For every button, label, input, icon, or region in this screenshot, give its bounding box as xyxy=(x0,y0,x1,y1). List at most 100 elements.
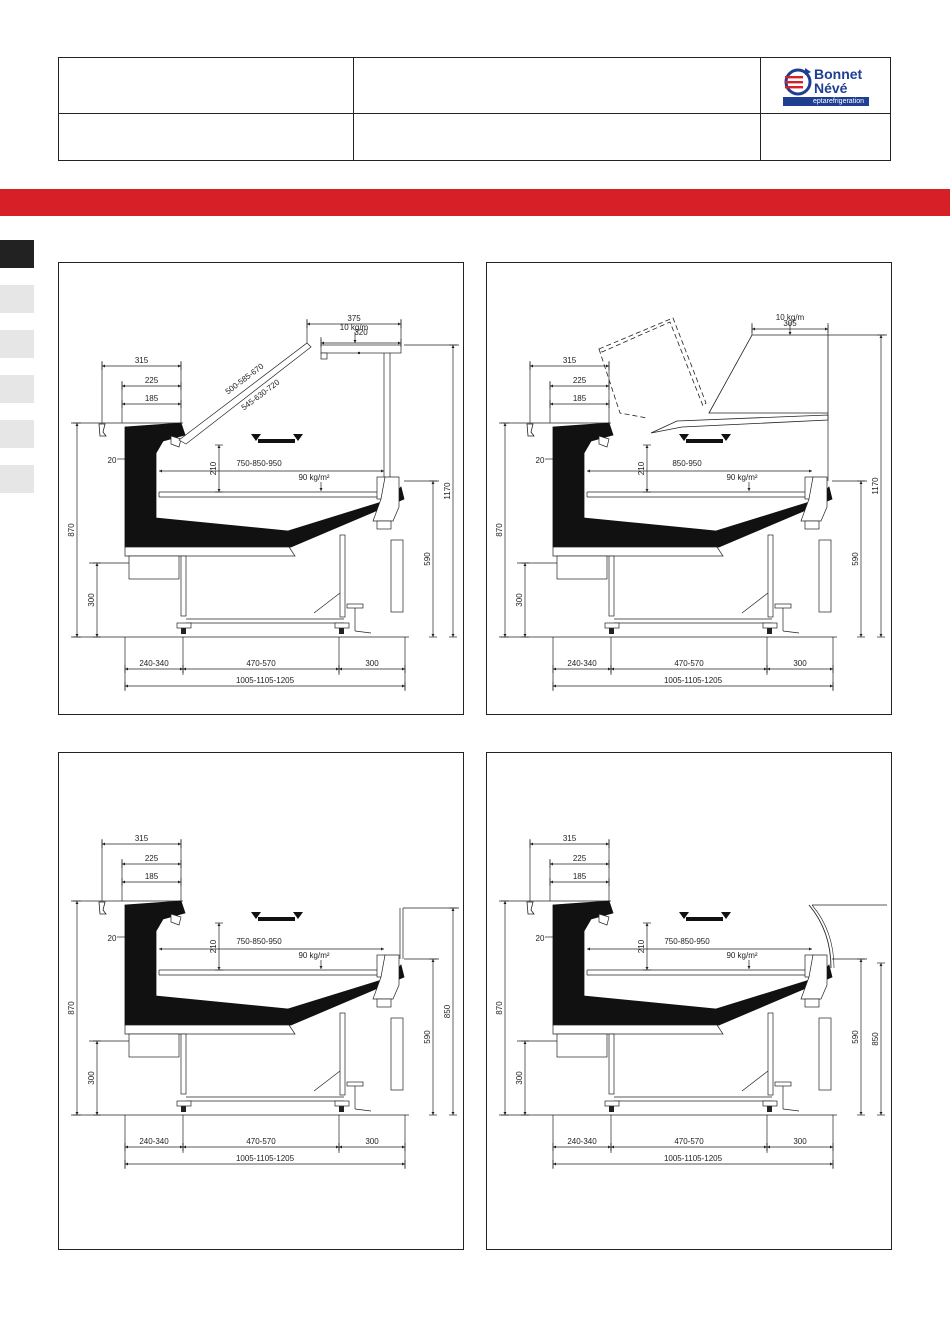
insulated-tub xyxy=(124,422,405,548)
dimension-arrowhead xyxy=(451,634,455,637)
dimension-label: 225 xyxy=(145,376,159,385)
dimension-label: 300 xyxy=(87,1071,96,1085)
rear-work-shelf xyxy=(372,476,400,522)
dimension-arrowhead xyxy=(159,469,162,473)
front-light-profile xyxy=(598,913,610,926)
dimension-label: 300 xyxy=(87,593,96,607)
base-plinth xyxy=(124,546,296,557)
dimension-label: 210 xyxy=(637,939,646,953)
insulated-tub xyxy=(552,422,833,548)
rear-curved-glass xyxy=(811,904,835,969)
dimension-arrowhead xyxy=(809,469,812,473)
side-tab-active[interactable] xyxy=(0,240,34,268)
dimension-arrowhead xyxy=(608,1145,611,1149)
dimension-arrowhead xyxy=(530,364,533,368)
header-cell-empty xyxy=(354,58,760,113)
dimension-label: 315 xyxy=(135,356,149,365)
side-tab[interactable] xyxy=(0,420,34,448)
front-light-profile xyxy=(598,435,610,448)
dimension-arrowhead xyxy=(530,842,533,846)
dimension-label: 300 xyxy=(793,1137,807,1146)
base-plinth xyxy=(552,1024,724,1035)
dimension-arrowhead xyxy=(122,880,125,884)
dimension-label: 90 kg/m² xyxy=(726,473,757,482)
dimension-label: 850-950 xyxy=(672,459,702,468)
dimension-label: 185 xyxy=(145,394,159,403)
front-light-profile xyxy=(170,435,182,448)
foot-pad xyxy=(181,1106,186,1112)
dimension-label: 315 xyxy=(135,834,149,843)
marker-triangle xyxy=(721,912,731,919)
dimension-arrowhead xyxy=(503,1112,507,1115)
foot xyxy=(762,1100,778,1107)
dimension-arrowhead xyxy=(431,634,435,637)
dimension-label: 225 xyxy=(573,376,587,385)
marker-triangle xyxy=(293,434,303,441)
side-tab[interactable] xyxy=(0,330,34,358)
dimension-arrowhead xyxy=(606,384,609,388)
dimension-arrowhead xyxy=(859,481,863,484)
red-title-band xyxy=(0,189,950,216)
dimension-arrowhead xyxy=(217,923,221,926)
dimension-arrowhead xyxy=(550,402,553,406)
dimension-label: 210 xyxy=(637,461,646,475)
dimension-arrowhead xyxy=(645,445,649,448)
rear-bracket xyxy=(774,1081,792,1087)
dimension-arrowhead xyxy=(587,469,590,473)
rear-leg xyxy=(767,1012,774,1096)
dimension-arrowhead xyxy=(879,634,883,637)
foot xyxy=(334,1100,350,1107)
marker-triangle xyxy=(251,912,261,919)
dimension-arrowhead xyxy=(381,947,384,951)
dimension-arrowhead xyxy=(859,1112,863,1115)
header-cell-empty xyxy=(354,114,760,160)
dimension-arrowhead xyxy=(764,667,767,671)
dimension-label: 870 xyxy=(495,1001,504,1015)
marker-bar xyxy=(258,917,295,921)
load-label: 10 kg/m xyxy=(776,313,805,322)
front-lower-panel xyxy=(128,555,180,580)
dimension-label: 590 xyxy=(423,1030,432,1044)
side-tab[interactable] xyxy=(0,285,34,313)
dimension-label: 90 kg/m² xyxy=(298,951,329,960)
foot xyxy=(604,1100,620,1107)
header-divider xyxy=(760,58,761,160)
front-leg xyxy=(180,1033,187,1095)
dimension-arrowhead xyxy=(339,1145,342,1149)
dimension-arrowhead xyxy=(178,842,181,846)
dimension-arrowhead xyxy=(859,634,863,637)
marker-triangle xyxy=(293,912,303,919)
dimension-label: 850 xyxy=(871,1032,880,1046)
dimension-arrowhead xyxy=(95,1041,99,1044)
dimension-arrowhead xyxy=(307,322,310,326)
foot xyxy=(176,622,192,629)
top-shelf-clip xyxy=(320,352,328,360)
front-leg xyxy=(608,555,615,617)
dimension-arrowhead xyxy=(611,667,614,671)
foot xyxy=(604,622,620,629)
dimension-label: 470-570 xyxy=(246,659,276,668)
dimension-arrowhead xyxy=(451,345,455,348)
dimension-arrowhead xyxy=(321,341,324,345)
dimension-arrowhead xyxy=(451,1112,455,1115)
side-tab[interactable] xyxy=(0,465,34,493)
brand-logo: Bonnet Névé eptarefrigeration xyxy=(783,64,869,108)
dimension-label: 210 xyxy=(209,461,218,475)
dimension-arrowhead xyxy=(830,667,833,671)
dimension-arrowhead xyxy=(125,1162,128,1166)
dimension-label: 590 xyxy=(851,552,860,566)
dimension-arrowhead xyxy=(217,967,221,970)
dimension-label: 870 xyxy=(67,523,76,537)
fixing-point xyxy=(357,351,361,355)
rear-bracket xyxy=(354,1108,372,1112)
dimension-label: 300 xyxy=(515,593,524,607)
evaporator xyxy=(376,998,392,1008)
dimension-arrowhead xyxy=(183,667,186,671)
dimension-arrowhead xyxy=(606,862,609,866)
dimension-arrowhead xyxy=(178,402,181,406)
side-tab[interactable] xyxy=(0,375,34,403)
dimension-label: 20 xyxy=(108,456,117,465)
